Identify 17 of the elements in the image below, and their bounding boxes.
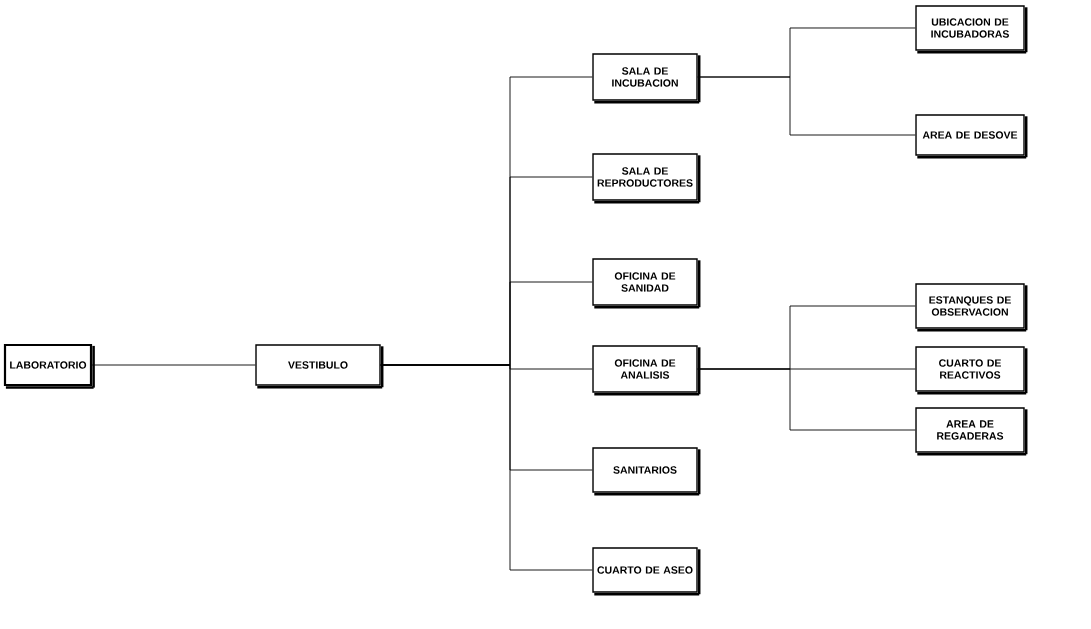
room-box: ESTANQUES DE OBSERVACION (915, 283, 1028, 332)
connector (380, 364, 593, 571)
room-box: AREA DE REGADERAS (915, 407, 1028, 456)
room-box: CUARTO DE REACTIVOS (915, 346, 1028, 395)
connector (697, 368, 916, 431)
room-box: AREA DE DESOVE (915, 114, 1028, 159)
room-box: OFICINA DE SANIDAD (592, 258, 701, 309)
room-box: VESTIBULO (255, 344, 384, 389)
room-box: UBICACION DE INCUBADORAS (915, 5, 1028, 54)
main-box: LABORATORIO (3, 343, 95, 389)
connector (91, 364, 256, 366)
room-box: CUARTO DE ASEO (592, 547, 701, 596)
room-box: OFICINA DE ANALISIS (592, 345, 701, 396)
connector (697, 76, 916, 136)
room-box: SALA DE INCUBACION (592, 53, 701, 104)
room-box: SANITARIOS (592, 447, 701, 496)
room-box: SALA DE REPRODUCTORES (592, 153, 701, 204)
